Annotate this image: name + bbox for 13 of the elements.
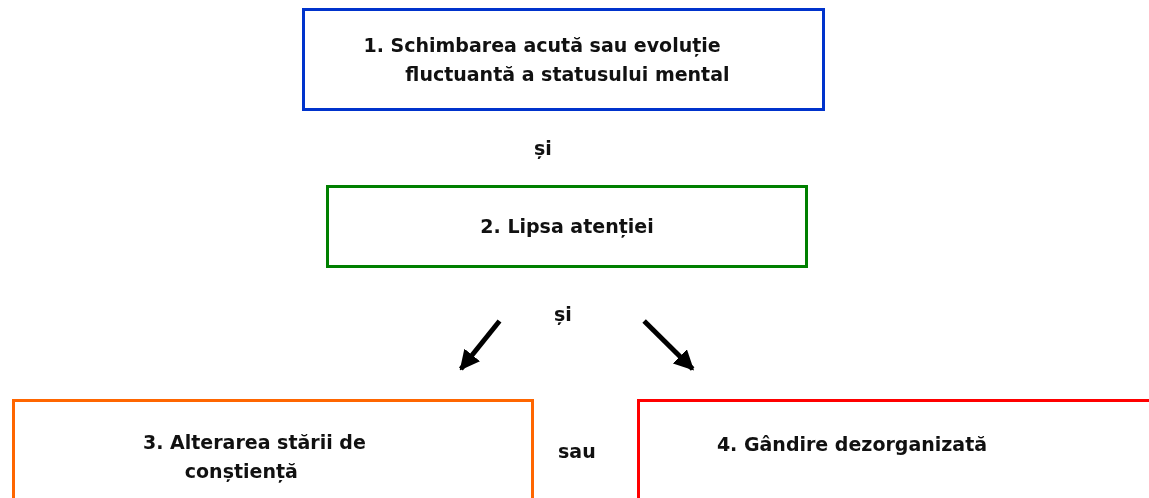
- criterion-box: [637, 399, 1149, 498]
- criterion-text: 2. Lipsa atenției: [480, 214, 654, 240]
- connector-word: sau: [558, 439, 596, 464]
- connector-word: și: [534, 136, 552, 161]
- arrow: [642, 319, 695, 371]
- criterion-box: [326, 185, 808, 268]
- criterion-text: 1. Schimbarea acută sau evoluție fluctuantă a statusului mental: [363, 33, 731, 87]
- criterion-text: 4. Gândire dezorganizată: [716, 432, 989, 457]
- criterion-box: [302, 8, 825, 111]
- connector-word: și: [554, 302, 572, 327]
- criterion-text: 3. Alterarea stării de conștiență: [143, 430, 367, 485]
- criterion-box: [12, 399, 534, 498]
- arrow: [458, 319, 502, 371]
